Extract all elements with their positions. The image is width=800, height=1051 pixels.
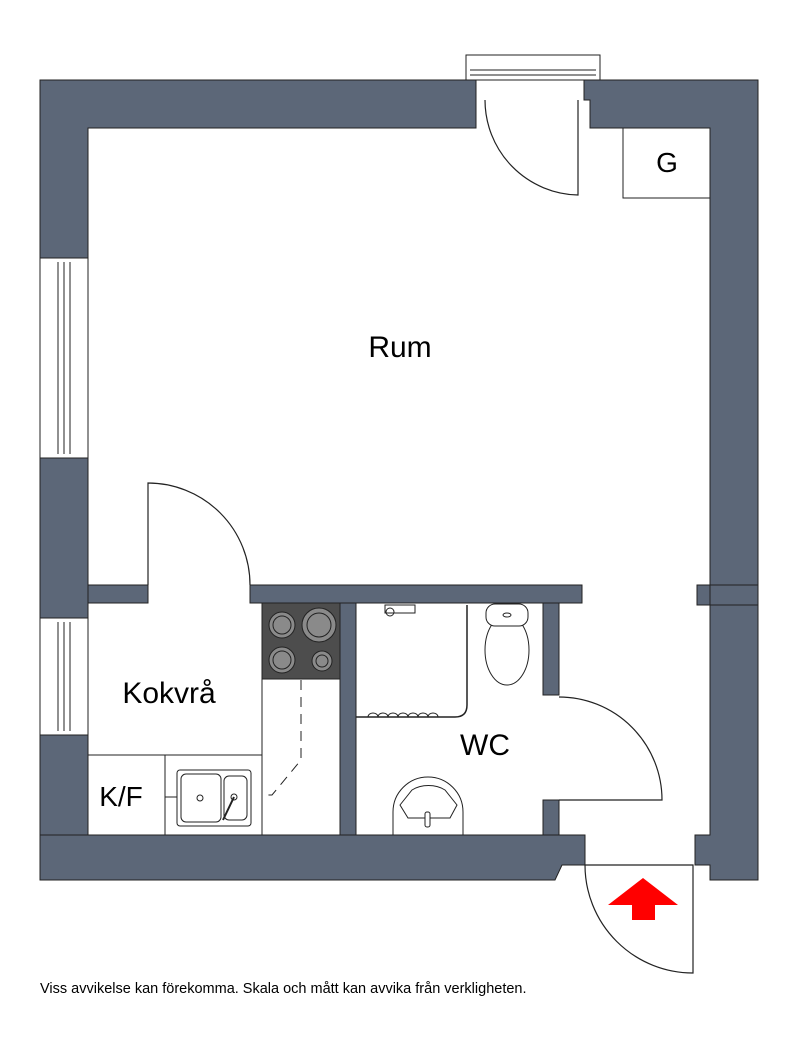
entrance-door (584, 864, 694, 974)
room-label-wc: WC (460, 729, 510, 762)
room-label-fridge: K/F (99, 781, 143, 812)
entrance-arrow-icon (608, 878, 678, 920)
wall-stub-right (696, 584, 711, 606)
walls (39, 79, 759, 881)
shower-icon (356, 604, 468, 718)
wall-top-left (39, 79, 477, 259)
washbasin-icon (392, 776, 464, 836)
wall-wc-right-bottom (542, 799, 560, 836)
doors (147, 99, 694, 974)
wall-wc-right-top (542, 602, 560, 696)
wc-fixtures (356, 603, 530, 836)
closet-g (622, 127, 711, 199)
kitchen-fixtures (88, 602, 341, 836)
sink-icon (165, 769, 252, 827)
room-label-closet: G (656, 147, 678, 178)
wall-kitchen-wc (339, 602, 357, 836)
wall-kitchen-left (87, 584, 149, 604)
wall-right-lower (694, 604, 759, 881)
windows (39, 54, 601, 736)
balcony-door (484, 99, 579, 196)
room-label-kitchen: Kokvrå (122, 677, 216, 710)
wall-left-mid (39, 457, 89, 619)
toilet-icon (484, 603, 530, 686)
kitchen-door (147, 482, 251, 586)
disclaimer-text: Viss avvikelse kan förekomma. Skala och … (40, 981, 527, 997)
stove-icon (261, 602, 341, 680)
wall-interior-horizontal (249, 584, 583, 604)
wall-bottom (39, 834, 586, 881)
room-label-rum: Rum (368, 331, 432, 364)
wc-door (558, 696, 663, 801)
